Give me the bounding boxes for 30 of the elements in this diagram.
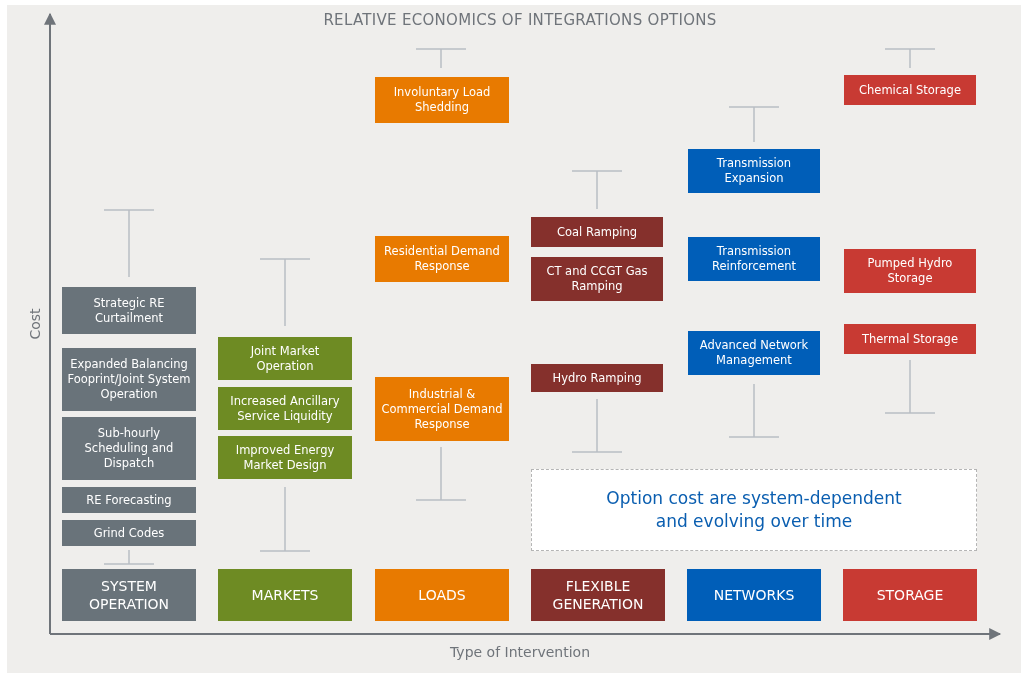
option-box: Coal Ramping: [531, 217, 663, 247]
option-box: Pumped Hydro Storage: [844, 249, 976, 293]
note-box: Option cost are system-dependent and evolving over time: [531, 469, 977, 551]
option-box: Strategic RE Curtailment: [62, 287, 196, 334]
category-box: LOADS: [375, 569, 509, 621]
option-box: Advanced Network Management: [688, 331, 820, 375]
option-box: Hydro Ramping: [531, 364, 663, 392]
option-box: Transmission Expansion: [688, 149, 820, 193]
option-box: Involuntary Load Shedding: [375, 77, 509, 123]
option-box: Expanded Balancing Fooprint/Joint System Operation: [62, 348, 196, 411]
axis-title: Type of Intervention: [449, 644, 591, 660]
option-box: CT and CCGT Gas Ramping: [531, 257, 663, 301]
category-box: MARKETS: [218, 569, 352, 621]
category-box: NETWORKS: [687, 569, 821, 621]
option-box: Grind Codes: [62, 520, 196, 546]
option-box: Increased Ancillary Service Liquidity: [218, 387, 352, 430]
option-box: Improved Energy Market Design: [218, 436, 352, 479]
option-box: Industrial & Commercial Demand Response: [375, 377, 509, 441]
option-box: Sub-hourly Scheduling and Dispatch: [62, 417, 196, 480]
category-box: SYSTEM OPERATION: [62, 569, 196, 621]
option-box: RE Forecasting: [62, 487, 196, 513]
option-box: Joint Market Operation: [218, 337, 352, 380]
option-box: Thermal Storage: [844, 324, 976, 354]
category-box: FLEXIBLE GENERATION: [531, 569, 665, 621]
option-box: Residential Demand Response: [375, 236, 509, 282]
option-box: Transmission Reinforcement: [688, 237, 820, 281]
axis-title: Cost: [27, 307, 43, 342]
category-box: STORAGE: [843, 569, 977, 621]
option-box: Chemical Storage: [844, 75, 976, 105]
chart-title: RELATIVE ECONOMICS OF INTEGRATIONS OPTIONS: [322, 11, 718, 29]
